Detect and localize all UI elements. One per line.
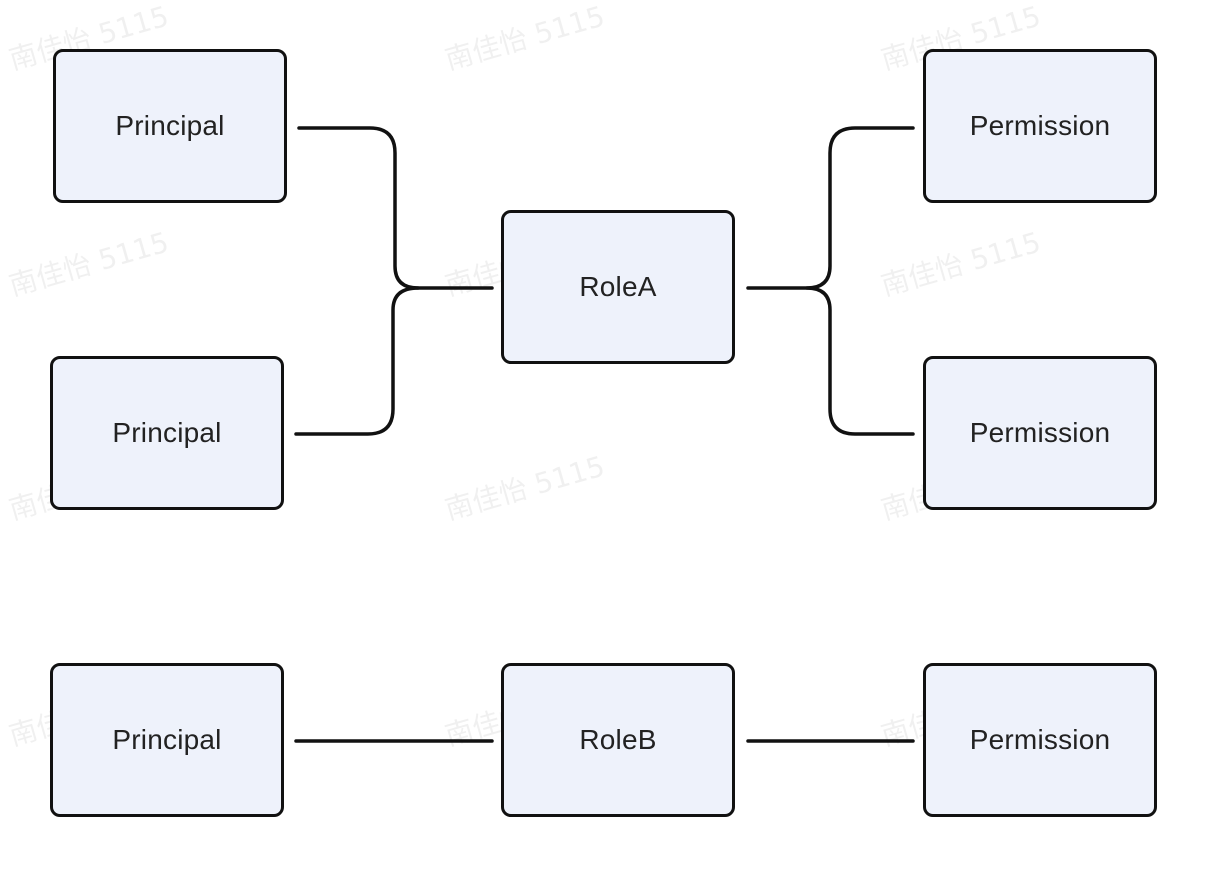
permission-node: Permission bbox=[923, 663, 1157, 817]
edge-role-a-to-permission-2 bbox=[805, 286, 915, 436]
node-label: Permission bbox=[969, 110, 1111, 141]
principal-node: Principal bbox=[50, 663, 284, 817]
permission-node: Permission bbox=[923, 49, 1157, 203]
node-label: Permission bbox=[969, 724, 1111, 755]
edge-principal-2-to-role-a bbox=[294, 286, 420, 436]
node-label: Principal bbox=[115, 110, 225, 141]
edge-principal-1-to-role-a bbox=[297, 126, 494, 290]
permission-node: Permission bbox=[923, 356, 1157, 510]
node-label: RoleB bbox=[579, 724, 657, 755]
node-label: RoleA bbox=[579, 271, 657, 302]
role-a-node: RoleA bbox=[501, 210, 735, 364]
node-label: Permission bbox=[969, 417, 1111, 448]
principal-node: Principal bbox=[50, 356, 284, 510]
node-label: Principal bbox=[112, 724, 222, 755]
node-label: Principal bbox=[112, 417, 222, 448]
principal-node: Principal bbox=[53, 49, 287, 203]
edge-role-a-to-permission-1 bbox=[746, 126, 915, 290]
role-b-node: RoleB bbox=[501, 663, 735, 817]
